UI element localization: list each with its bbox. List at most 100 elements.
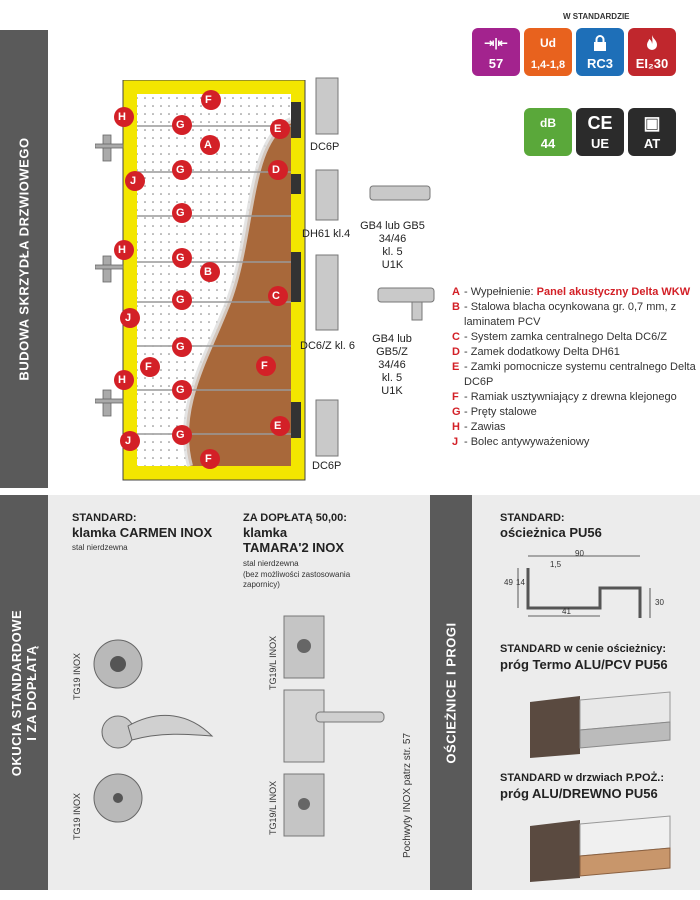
frame-dim-1-5: 1,5 [550,560,562,569]
badge-value: 44 [540,136,556,151]
lock-dc6p-bottom-label: DC6P [312,460,342,472]
sill-1-label: STANDARD w cenie ościeżnicy: [500,643,667,655]
legend-key: C [452,331,460,343]
sill-2-label: STANDARD w drzwiach P.POŻ.: [500,772,665,784]
legend-row: D - Zamek dodatkowy Delta DH61 [452,345,697,360]
lock-dh61-label: DH61 kl.4 [302,228,351,240]
lock-icon [576,34,624,57]
legend-desc: - Zamki pomocnicze systemu centralnego D… [464,361,696,388]
cylinder-1-line: GB4 lub GB5 [360,220,425,232]
frame-dim-14: 14 [516,578,525,587]
frame-dim-90: 90 [575,549,584,558]
certificate-badge: ▣ AT [628,108,676,156]
fittings-extra-material: stal nierdzewna [243,559,299,568]
rosette-top-label: TG19 INOX [72,652,82,700]
cylinder-1-line: kl. 5 [382,246,403,258]
fittings-std-label: STANDARD: [72,512,137,524]
legend-desc: - System zamka centralnego Delta DC6/Z [464,331,667,343]
legend-desc: - Bolec antywyważeniowy [464,436,590,448]
frame-profile-drawing [517,555,651,618]
thermal-icon: Ud [540,36,556,50]
sidebar-fittings-line1: OKUCIA STANDARDOWE [9,609,24,776]
fire-icon [628,34,676,57]
plate-top-label: TG19/L INOX [268,635,278,690]
tamara-handle-illustration [283,615,385,837]
fire-badge: EI₂30 [628,28,676,76]
cylinder-1-line: 34/46 [378,233,407,245]
badges-caption: W STANDARDZIE [563,12,630,21]
fittings-extra-name-1: klamka [243,525,288,540]
sill-termo-illustration [530,691,671,758]
frame-dim-30: 30 [655,598,664,607]
badge-value: AT [643,136,661,151]
fittings-extra-note: (bez możliwości zastosowania zapornicy) [243,570,351,589]
legend-key: D [452,346,460,358]
legend-key: H [452,421,460,433]
legend-key: F [452,391,459,403]
plate-bottom-label: TG19/L INOX [268,780,278,835]
lock-dc6z-label: DC6/Z kl. 6 [300,340,356,352]
legend-row: C - System zamka centralnego Delta DC6/Z [452,330,697,345]
sill-2-name: próg ALU/DREWNO PU56 [500,786,658,801]
cylinder-2-line: kl. 5 [381,372,403,384]
fittings-std-name: klamka CARMEN INOX [72,525,213,540]
acoustic-badge: dB 44 [524,108,572,156]
sidebar-fittings-title: OKUCIA STANDARDOWE I ZA DOPŁATĄ [9,609,39,775]
sidebar-door-construction: BUDOWA SKRZYDŁA DRZWIOWEGO [0,30,48,488]
legend-key: E [452,361,460,373]
cylinder-2-line: GB5/Z [376,346,408,358]
acoustic-icon: dB [540,116,556,130]
frames-frame-name: ościeżnica PU56 [500,525,602,540]
badge-value: RC3 [586,56,613,71]
ce-icon: CE [587,113,613,133]
fittings-extra-name-2: TAMARA'2 INOX [243,540,345,555]
carmen-handle-illustration [93,639,214,823]
sidebar-fittings-line2: I ZA DOPŁATĄ [24,644,39,741]
legend-desc: - Ramiak usztywniający z drewna klejoneg… [464,391,677,403]
badge-value: UE [590,136,610,151]
legend-row: J - Bolec antywyważeniowy [452,435,697,450]
certificate-icon: ▣ [643,113,661,133]
sidebar-frames-title: OŚCIEŻNICE I PROGI [443,621,459,764]
sill-alu-wood-illustration [530,815,671,882]
sill-1-name: próg Termo ALU/PCV PU56 [500,657,668,672]
legend-row: E - Zamki pomocnicze systemu centralnego … [452,360,697,390]
badge-value: EI₂30 [635,56,669,71]
door-thickness-icon: ⇥|⇤ [484,36,508,50]
badge-value: 57 [488,56,504,71]
legend-highlight: Panel akustyczny Delta WKW [536,286,691,298]
legend-key: G [452,406,461,418]
frame-dim-49: 49 [504,578,513,587]
legend-row: H - Zawias [452,420,697,435]
legend-row: B- Stalowa blacha ocynkowana gr. 0,7 mm,… [452,300,697,330]
sidebar-frames: OŚCIEŻNICE I PROGI [430,495,472,890]
cylinder-2-label: GB4 lub GB5/Z 34/46 kl. 5 U1K [362,333,422,398]
legend-key: A [452,286,460,298]
legend-desc: - Wypełnienie: Panel akustyczny Delta WK… [464,285,697,300]
fittings-std-material: stal nierdzewna [72,543,128,552]
frame-dim-41: 41 [562,607,571,616]
legend-row: A - Wypełnienie: Panel akustyczny Delta W… [452,285,697,300]
door-thickness-badge: ⇥|⇤ 57 [472,28,520,76]
legend: A - Wypełnienie: Panel akustyczny Delta W… [452,285,697,450]
cylinder-2-line: 34/46 [378,359,406,371]
legend-desc: - Zawias [464,421,506,433]
legend-desc: - Pręty stalowe [464,406,537,418]
legend-desc: - Stalowa blacha ocynkowana gr. 0,7 mm, … [464,301,677,328]
legend-key: J [452,436,459,448]
fittings-extra-label: ZA DOPŁATĄ 50,00: [243,512,347,524]
fittings-side-note: Pochwyty INOX patrz str. 57 [402,732,413,858]
ce-badge: CE UE [576,108,624,156]
frames-std-label: STANDARD: [500,512,565,524]
legend-row: F - Ramiak usztywniający z drewna klejone… [452,390,697,405]
burglary-badge: RC3 [576,28,624,76]
sidebar-title: BUDOWA SKRZYDŁA DRZWIOWEGO [16,137,32,381]
legend-desc: - Zamek dodatkowy Delta DH61 [464,346,620,358]
rosette-bottom-label: TG19 INOX [72,792,82,840]
door-diagram [95,80,315,485]
sidebar-fittings: OKUCIA STANDARDOWE I ZA DOPŁATĄ [0,495,48,890]
cylinder-1-line: U1K [381,259,404,271]
legend-text: - Wypełnienie: [464,286,537,298]
legend-row: G- Pręty stalowe [452,405,697,420]
cylinder-2-line: GB4 lub [372,333,412,345]
